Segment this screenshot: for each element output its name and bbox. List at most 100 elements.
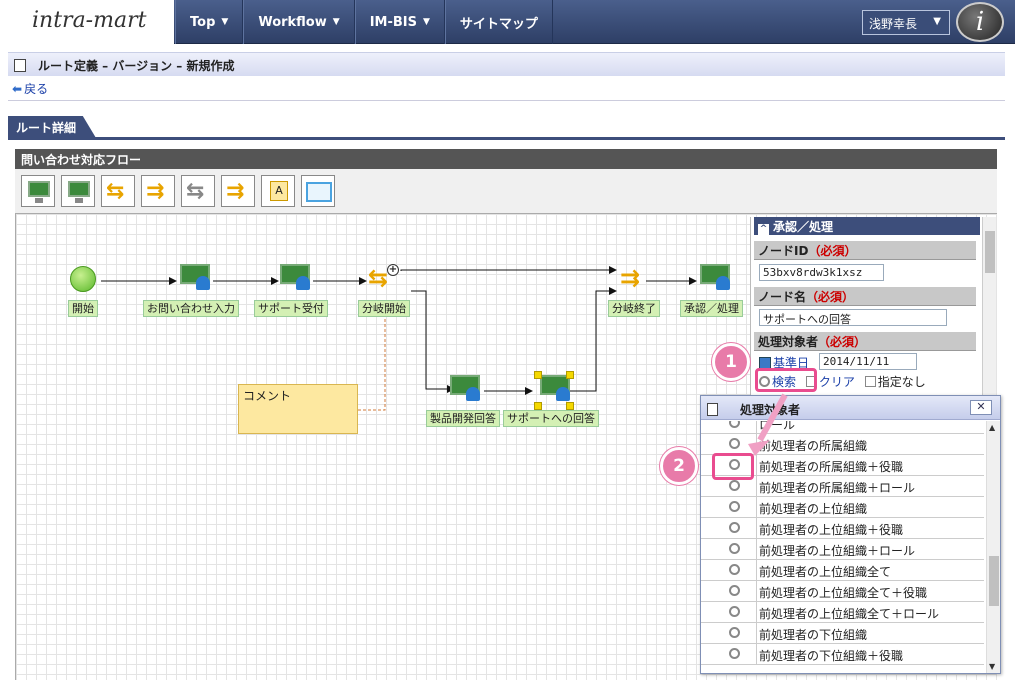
start-node-icon[interactable] [70,266,96,292]
edge-comment-link [358,314,386,411]
none-checkbox[interactable] [864,376,876,387]
monitor-icon [28,181,50,197]
clear-link[interactable]: クリア [818,375,855,389]
nav-sitemap[interactable]: サイトマップ [444,0,553,44]
row-label: 前処理者の下位組織＋役職 [759,649,904,663]
tool-branch-start-grey-button[interactable]: ⇆ [181,175,215,207]
selection-handle[interactable] [534,402,542,410]
list-item[interactable]: 前処理者の上位組織＋ロール [701,539,984,560]
user-menu[interactable]: 浅野幸長▼ [862,10,950,35]
scroll-down-icon[interactable]: ▼ [989,662,996,671]
tool-comment-button[interactable]: A [261,175,295,207]
comment-a-icon: A [270,181,288,201]
node-label-product-dev[interactable]: 製品開発回答 [426,410,500,427]
tool-branch-end-grey-button[interactable]: ⇉ [221,175,255,207]
back-arrow-icon[interactable]: ⬅ [12,82,23,96]
props-section-header[interactable]: ^承認／処理 [754,217,980,235]
list-item[interactable]: 前処理者の下位組織 [701,623,984,644]
base-date-label[interactable]: 基準日 [773,356,810,370]
node-label-approve[interactable]: 承認／処理 [680,300,743,317]
search-icon[interactable] [729,480,740,491]
list-item[interactable]: 前処理者の上位組織全て [701,560,984,581]
intra-mart-i-icon[interactable]: i [956,2,1004,42]
selection-handle[interactable] [566,371,574,379]
plus-icon[interactable]: + [387,264,399,276]
list-item[interactable]: 前処理者の下位組織＋役職 [701,644,984,665]
node-id-input[interactable]: 53bxv8rdw3k1xsz [759,264,884,281]
user-node-icon[interactable] [280,264,310,292]
branch-start-icon: ⇆ [106,179,125,204]
nav-workflow[interactable]: Workflow▼ [243,0,355,44]
search-icon[interactable] [729,459,740,470]
branch-start-icon[interactable]: ⇆ [368,264,389,292]
node-name-input[interactable]: サポートへの回答 [759,309,947,326]
list-item[interactable]: 前処理者の上位組織 [701,497,984,518]
scrollbar-thumb[interactable] [989,556,999,606]
search-icon[interactable] [729,564,740,575]
props-scrollbar[interactable] [982,217,996,397]
user-node-icon-selected[interactable] [540,375,570,403]
list-item[interactable]: 前処理者の上位組織全て＋ロール [701,602,984,623]
search-icon[interactable] [729,421,740,428]
list-item[interactable]: 前処理者の所属組織＋ロール [701,476,984,497]
tab-route-detail[interactable]: ルート詳細 [8,116,96,138]
collapse-icon[interactable]: ^ [758,224,769,235]
row-label: 前処理者の上位組織全て＋役職 [759,586,928,600]
tool-auto-node-button[interactable] [61,175,95,207]
document-icon [707,403,718,416]
node-label-branch-end[interactable]: 分岐終了 [608,300,660,317]
nav-im-bis[interactable]: IM-BIS▼ [354,0,445,44]
document-icon [14,59,26,72]
merge-icon: ⇉ [226,179,245,204]
popup-scrollbar[interactable]: ▲▼ [986,421,1000,673]
node-label-start[interactable]: 開始 [68,300,98,317]
target-label-text: 処理対象者 [758,335,819,349]
selection-handle[interactable] [534,371,542,379]
search-icon[interactable] [729,648,740,659]
tool-branch-start-button[interactable]: ⇆ [101,175,135,207]
list-item[interactable]: 前処理者の所属組織＋役職 [701,455,984,476]
scrollbar-thumb[interactable] [985,231,995,273]
user-node-icon[interactable] [700,264,730,292]
target-search-popup: 処理対象者 ✕ ロール 前処理者の所属組織 前処理者の所属組織＋役職 前処理者の… [700,395,1001,674]
list-item[interactable]: ロール [701,421,984,434]
row-label: 前処理者の上位組織全て＋ロール [759,607,940,621]
back-link[interactable]: 戻る [24,82,49,96]
list-item[interactable]: 前処理者の上位組織＋役職 [701,518,984,539]
user-node-icon[interactable] [180,264,210,292]
tab-underline [8,137,1005,140]
search-icon[interactable] [729,438,740,449]
node-label-inquiry[interactable]: お問い合わせ入力 [143,300,239,317]
search-icon[interactable] [729,627,740,638]
search-icon[interactable] [729,585,740,596]
list-item[interactable]: 前処理者の上位組織全て＋役職 [701,581,984,602]
row-icon-highlight-box [712,453,754,480]
search-icon[interactable] [729,543,740,554]
intra-mart-logo[interactable]: intra-mart [0,0,174,44]
close-button[interactable]: ✕ [970,400,992,415]
tool-branch-end-button[interactable]: ⇉ [141,175,175,207]
branch-end-icon[interactable]: ⇉ [620,264,641,292]
nav-top[interactable]: Top▼ [175,0,244,44]
search-icon[interactable] [759,376,770,387]
row-icon-cell [709,581,757,602]
search-icon[interactable] [729,501,740,512]
search-icon[interactable] [729,522,740,533]
tool-window-button[interactable] [301,175,335,207]
person-icon [556,387,570,401]
node-label-support-reply[interactable]: サポートへの回答 [503,410,599,427]
row-icon-cell [709,497,757,518]
node-label-branch-start[interactable]: 分岐開始 [358,300,410,317]
base-date-input[interactable]: 2014/11/11 [819,353,917,370]
selection-handle[interactable] [566,402,574,410]
user-node-icon[interactable] [450,375,480,403]
comment-note[interactable]: コメント [238,384,358,434]
tool-user-node-button[interactable] [21,175,55,207]
search-link[interactable]: 検索 [772,375,797,389]
scroll-up-icon[interactable]: ▲ [989,423,996,432]
nav-workflow-label: Workflow [258,14,327,30]
popup-title: 処理対象者 [740,403,801,417]
node-label-support-accept[interactable]: サポート受付 [254,300,328,317]
search-icon[interactable] [729,606,740,617]
list-item[interactable]: 前処理者の所属組織 [701,434,984,455]
